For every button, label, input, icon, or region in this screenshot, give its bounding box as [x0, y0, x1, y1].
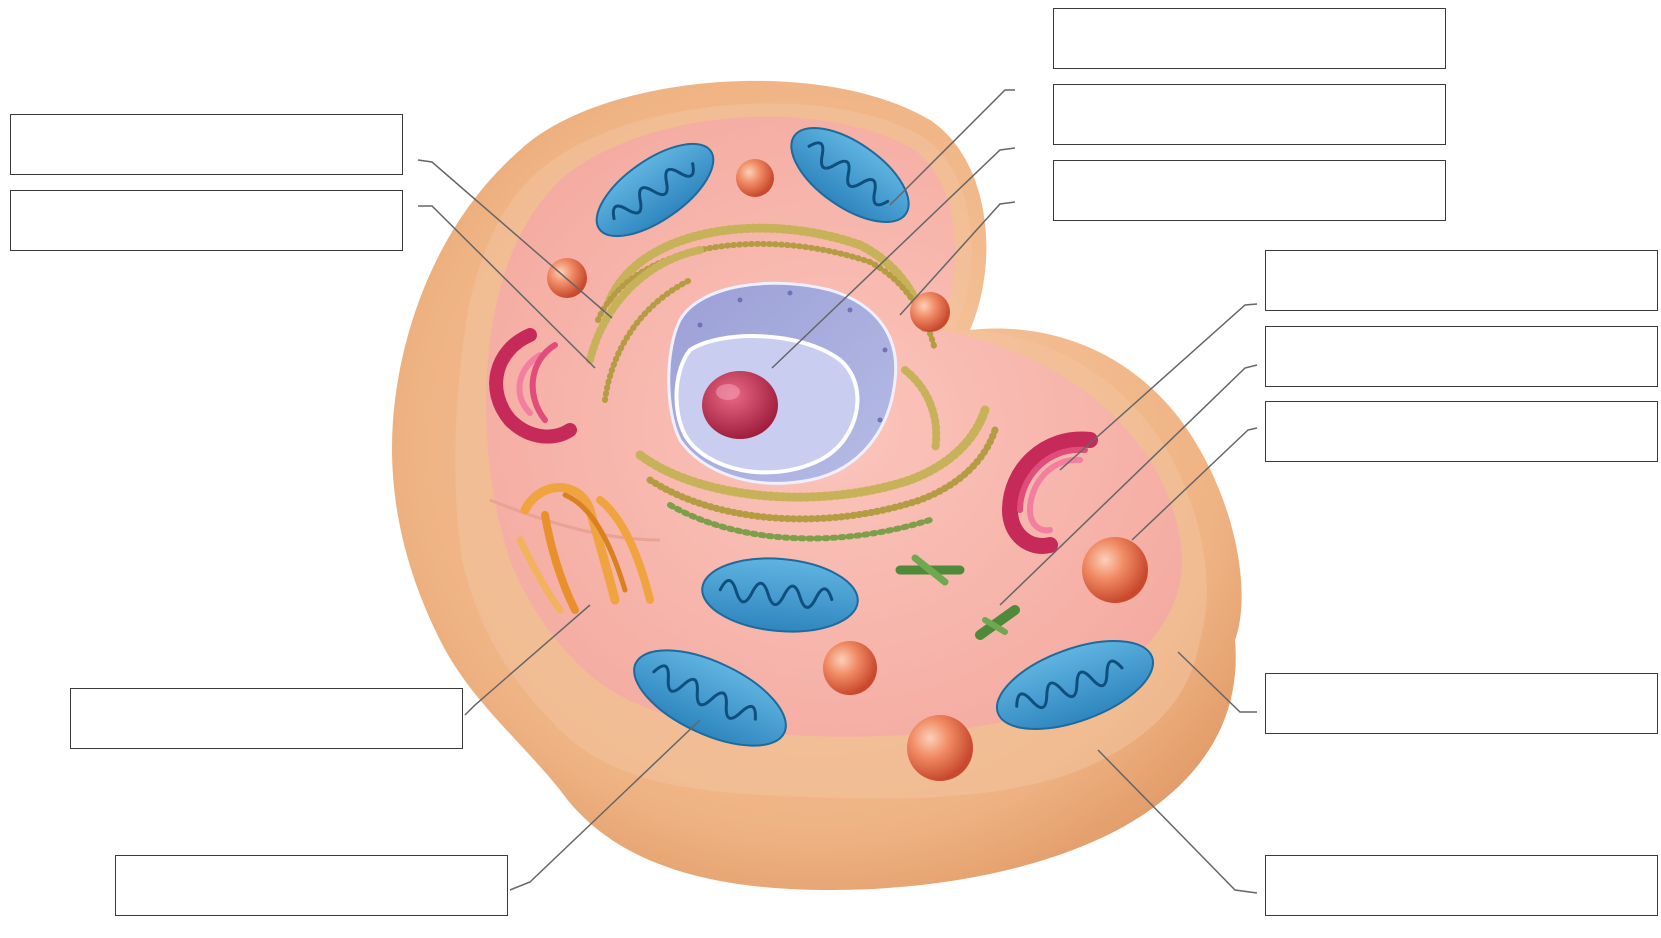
label-box-right-2[interactable]	[1265, 326, 1658, 387]
label-box-right-5[interactable]	[1265, 855, 1658, 916]
label-box-left-3[interactable]	[70, 688, 463, 749]
lysosome	[1082, 537, 1148, 603]
label-box-top-2[interactable]	[1053, 84, 1446, 145]
lysosome	[907, 715, 973, 781]
nucleolus	[702, 371, 778, 439]
lysosome	[823, 641, 877, 695]
label-box-right-1[interactable]	[1265, 250, 1658, 311]
label-box-right-3[interactable]	[1265, 401, 1658, 462]
label-box-top-1[interactable]	[1053, 8, 1446, 69]
label-box-left-4[interactable]	[115, 855, 508, 916]
lysosome	[736, 159, 774, 197]
nucleus	[669, 283, 896, 483]
label-box-left-1[interactable]	[10, 114, 403, 175]
label-box-top-3[interactable]	[1053, 160, 1446, 221]
label-box-right-4[interactable]	[1265, 673, 1658, 734]
label-box-left-2[interactable]	[10, 190, 403, 251]
